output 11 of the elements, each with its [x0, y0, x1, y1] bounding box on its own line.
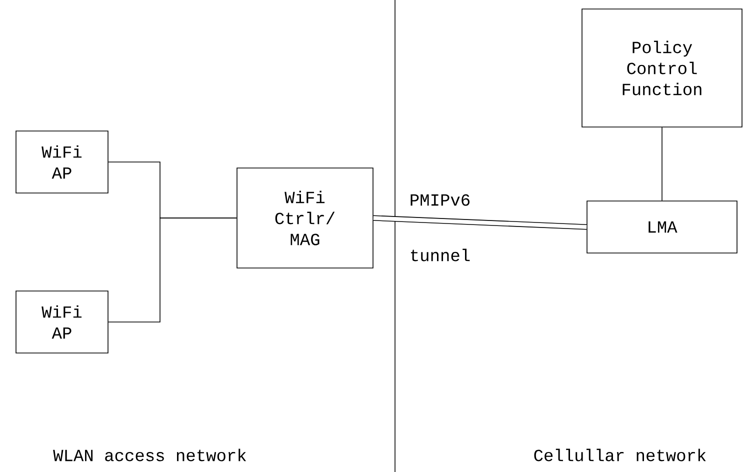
box: Policy Control Function: [582, 8, 742, 128]
box: WiFi AP: [16, 290, 108, 354]
label: WLAN access network: [53, 448, 246, 462]
box: WiFi AP: [16, 130, 108, 194]
label: Cellullar network: [534, 448, 706, 462]
label: PMIPv6: [410, 194, 470, 206]
connector: [373, 215, 587, 230]
box: WiFi Ctrlr/ MAG: [236, 168, 374, 268]
box: LMA: [586, 200, 738, 254]
connector: [108, 218, 237, 322]
label: tunnel: [410, 248, 470, 262]
